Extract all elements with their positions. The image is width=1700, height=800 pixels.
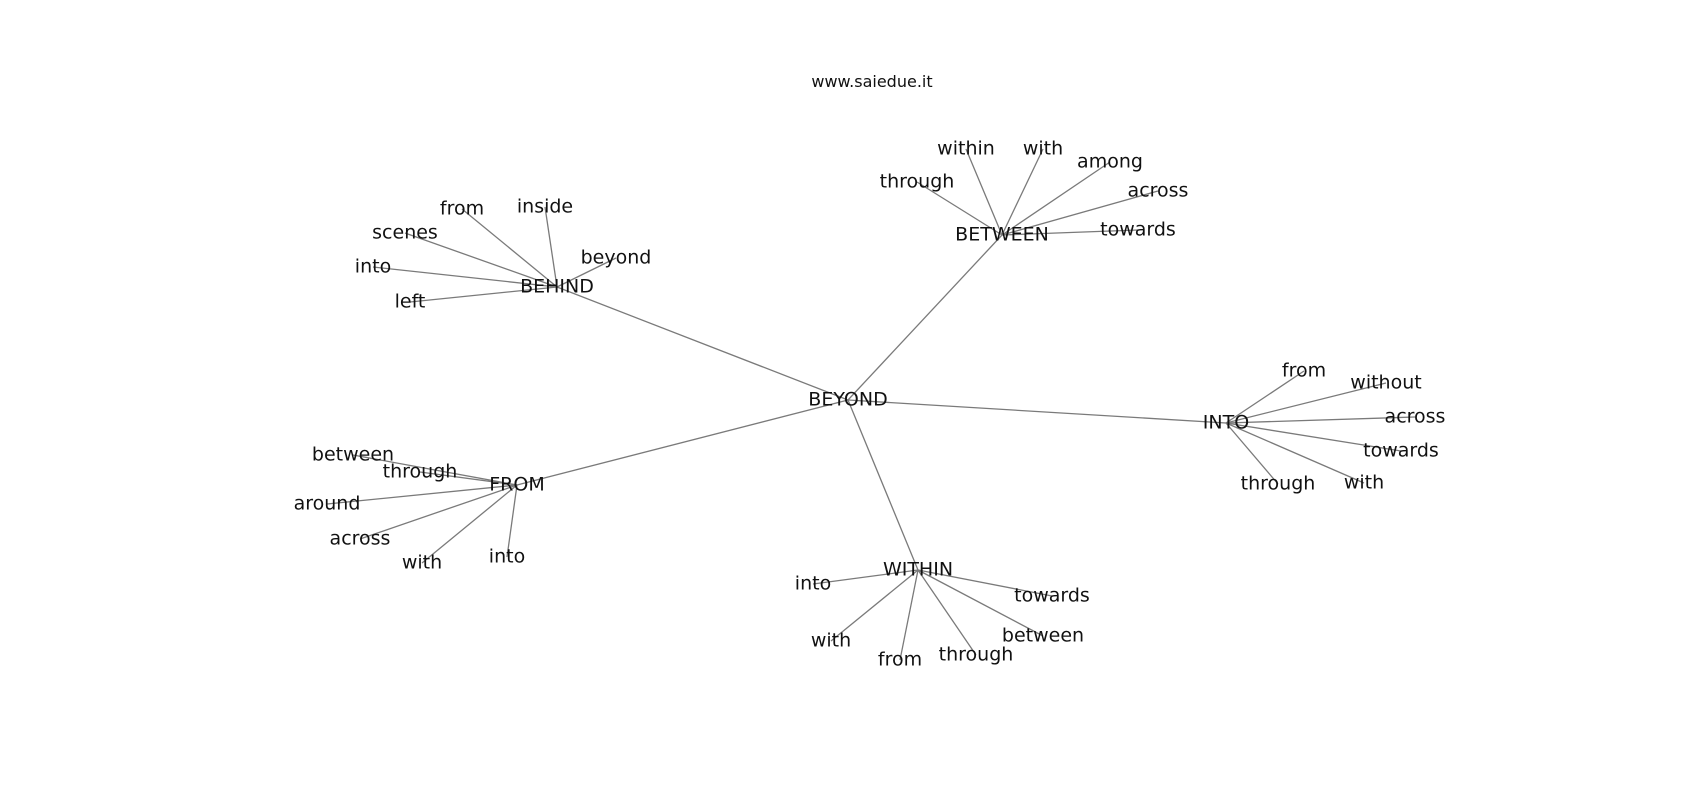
edge-from-across (359, 484, 518, 540)
edge-into-without (1225, 382, 1387, 424)
leaf-node-from-across: across (330, 528, 391, 550)
hub-node-between: BETWEEN (955, 224, 1049, 246)
leaf-node-into-from: from (1282, 360, 1326, 382)
leaf-node-behind-into: into (355, 256, 391, 278)
edge-between-among (1001, 161, 1111, 236)
edge-center-behind (556, 286, 849, 401)
edge-from-between (352, 454, 518, 486)
edge-between-with (1001, 148, 1044, 236)
edge-center-into (847, 399, 1227, 424)
watermark-url: www.saiedue.it (811, 72, 933, 91)
leaf-node-into-across: across (1385, 406, 1446, 428)
leaf-node-within-through: through (939, 644, 1014, 666)
edge-into-towards (1225, 422, 1402, 452)
edge-behind-beyond (556, 257, 617, 288)
leaf-node-between-among: among (1077, 151, 1143, 173)
edge-within-from (899, 569, 919, 661)
edge-behind-into (372, 266, 558, 288)
hub-node-behind: BEHIND (520, 276, 594, 298)
leaf-node-within-into: into (795, 573, 831, 595)
leaf-node-into-through: through (1241, 473, 1316, 495)
leaf-node-into-towards: towards (1363, 440, 1439, 462)
edge-center-between (847, 234, 1003, 401)
leaf-node-between-with: with (1023, 138, 1063, 160)
edge-center-from (516, 399, 849, 486)
leaf-node-behind-from: from (440, 198, 484, 220)
leaf-node-behind-beyond: beyond (581, 247, 652, 269)
leaf-node-from-through: through (383, 461, 458, 483)
leaf-node-within-with: with (811, 630, 851, 652)
edges (326, 148, 1416, 661)
edge-behind-scenes (404, 232, 558, 288)
edge-behind-inside (544, 206, 558, 288)
edge-into-with (1225, 422, 1365, 484)
edge-behind-from (461, 208, 558, 288)
leaf-node-into-without: without (1350, 372, 1421, 394)
edge-within-into (812, 569, 919, 585)
edge-between-through (916, 181, 1003, 236)
leaf-node-between-towards: towards (1100, 219, 1176, 241)
center-node-label: BEYOND (808, 389, 887, 411)
leaf-node-from-around: around (294, 493, 361, 515)
edge-from-around (326, 484, 518, 505)
leaf-node-behind-inside: inside (517, 196, 573, 218)
edge-behind-left (409, 286, 558, 303)
leaf-node-between-through: through (880, 171, 955, 193)
edge-within-through (917, 569, 977, 656)
edge-from-with (421, 484, 518, 564)
leaf-node-within-between: between (1002, 625, 1084, 647)
leaf-node-between-within: within (937, 138, 995, 160)
leaf-node-from-into: into (489, 546, 525, 568)
edge-from-into (506, 484, 518, 558)
edge-between-towards (1001, 229, 1139, 236)
edge-between-across (1001, 190, 1159, 236)
edge-within-between (917, 569, 1044, 637)
leaf-node-behind-left: left (395, 291, 426, 313)
hub-node-within: WITHIN (883, 559, 953, 581)
edge-from-through (419, 471, 518, 486)
leaf-node-behind-scenes: scenes (372, 222, 438, 244)
edge-between-within (965, 148, 1003, 236)
edge-into-from (1225, 370, 1305, 424)
edge-into-across (1225, 416, 1416, 424)
leaf-node-from-between: between (312, 444, 394, 466)
edge-within-with (830, 569, 919, 642)
leaf-node-into-with: with (1344, 472, 1384, 494)
leaf-node-within-from: from (878, 649, 922, 671)
edge-center-within (847, 399, 919, 571)
hub-node-from: FROM (489, 474, 544, 496)
hub-node-into: INTO (1203, 412, 1249, 434)
edge-within-towards (917, 569, 1053, 597)
leaf-node-between-across: across (1128, 180, 1189, 202)
leaf-node-from-with: with (402, 552, 442, 574)
edge-into-through (1225, 422, 1279, 485)
leaf-node-within-towards: towards (1014, 585, 1090, 607)
